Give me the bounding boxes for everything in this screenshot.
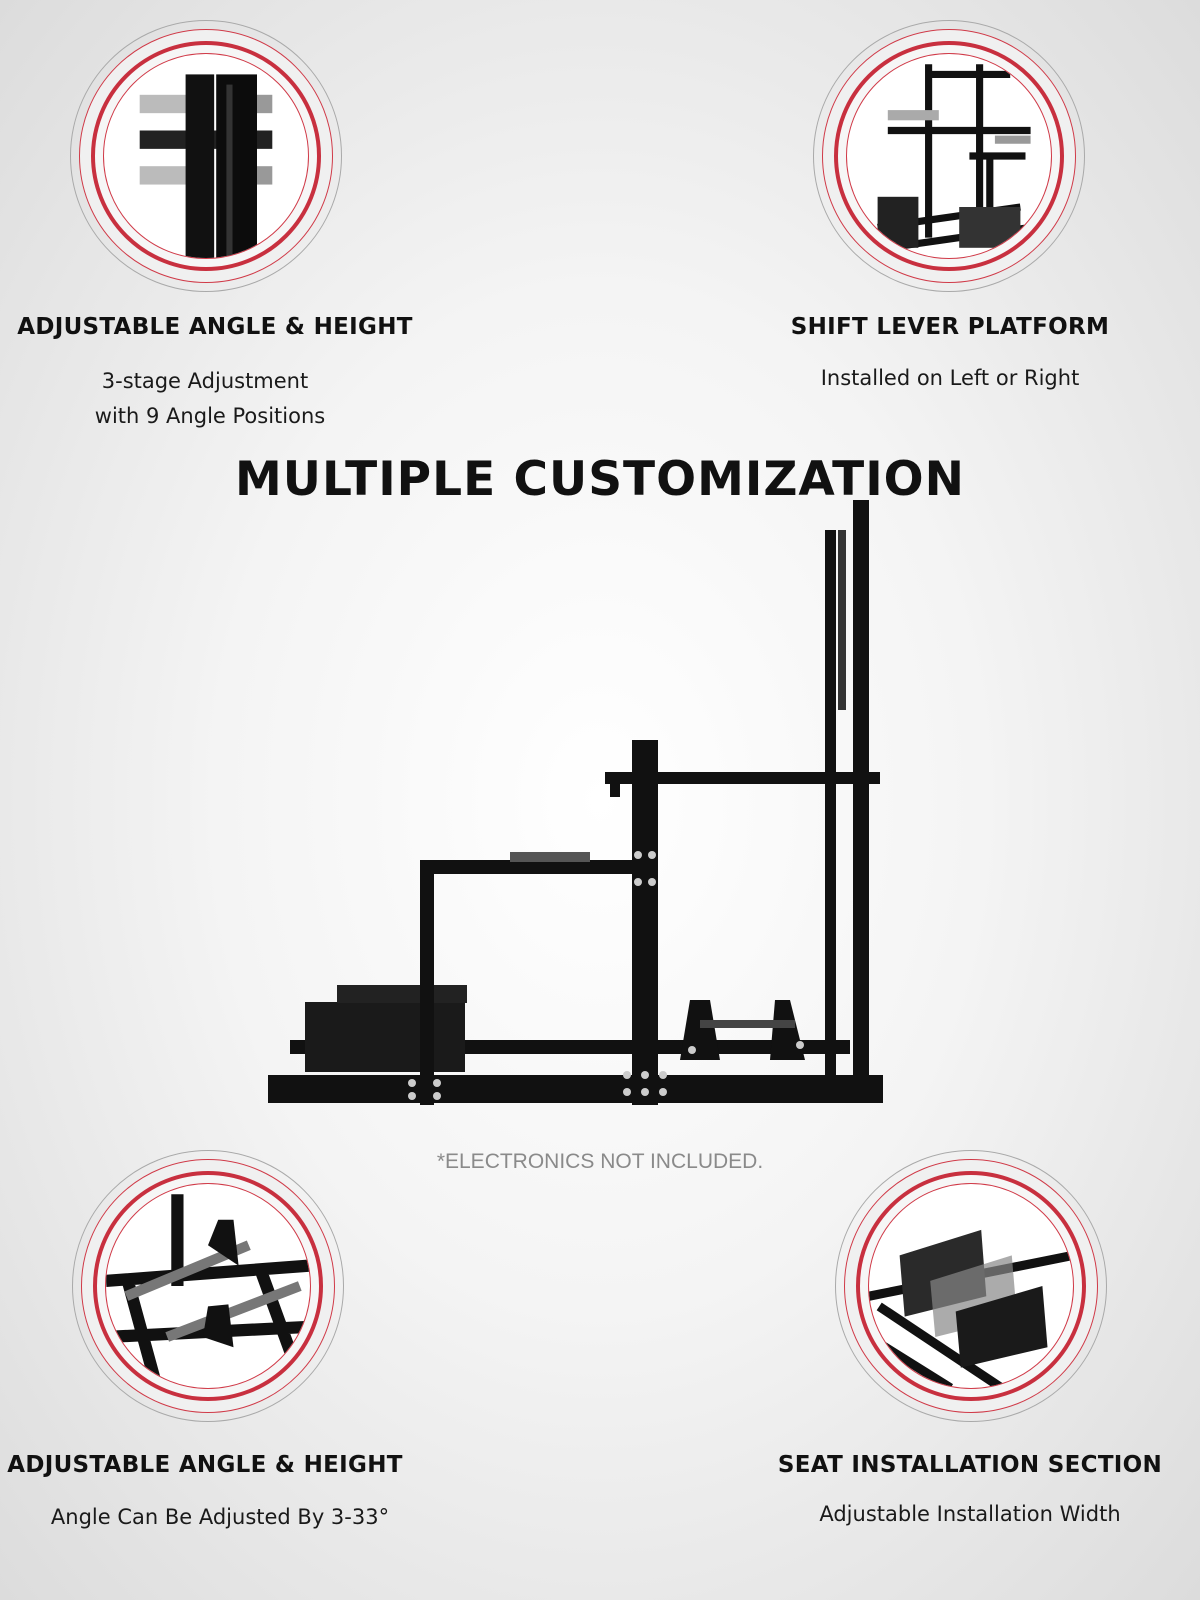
page-title: MULTIPLE CUSTOMIZATION xyxy=(235,452,965,507)
feature-title-4: SEAT INSTALLATION SECTION xyxy=(777,1452,1163,1478)
pedal-mount-image xyxy=(106,1194,310,1388)
feature-subtitle-2: Installed on Left or Right xyxy=(820,366,1080,390)
feature-subtitle-1b: with 9 Angle Positions xyxy=(94,404,326,428)
feature-title-1: ADJUSTABLE ANGLE & HEIGHT xyxy=(17,314,413,340)
shift-platform-image xyxy=(877,64,1032,252)
seat-mount-image xyxy=(869,1229,1073,1388)
wheel-mount-adjustment-image xyxy=(139,74,273,258)
feature-title-2: SHIFT LEVER PLATFORM xyxy=(790,314,1110,340)
disclaimer-note: *ELECTRONICS NOT INCLUDED. xyxy=(436,1150,764,1173)
sim-rig-frame-image xyxy=(268,500,883,1105)
feature-subtitle-3: Angle Can Be Adjusted By 3-33° xyxy=(50,1505,390,1529)
feature-title-3: ADJUSTABLE ANGLE & HEIGHT xyxy=(7,1452,403,1478)
detail-circle-shift-platform xyxy=(813,20,1085,292)
feature-subtitle-4: Adjustable Installation Width xyxy=(819,1502,1121,1526)
detail-circle-pedal-mount xyxy=(72,1150,344,1422)
feature-subtitle-1a: 3-stage Adjustment xyxy=(101,369,309,393)
detail-circle-seat-mount xyxy=(835,1150,1107,1422)
detail-circle-wheel-mount xyxy=(70,20,342,292)
